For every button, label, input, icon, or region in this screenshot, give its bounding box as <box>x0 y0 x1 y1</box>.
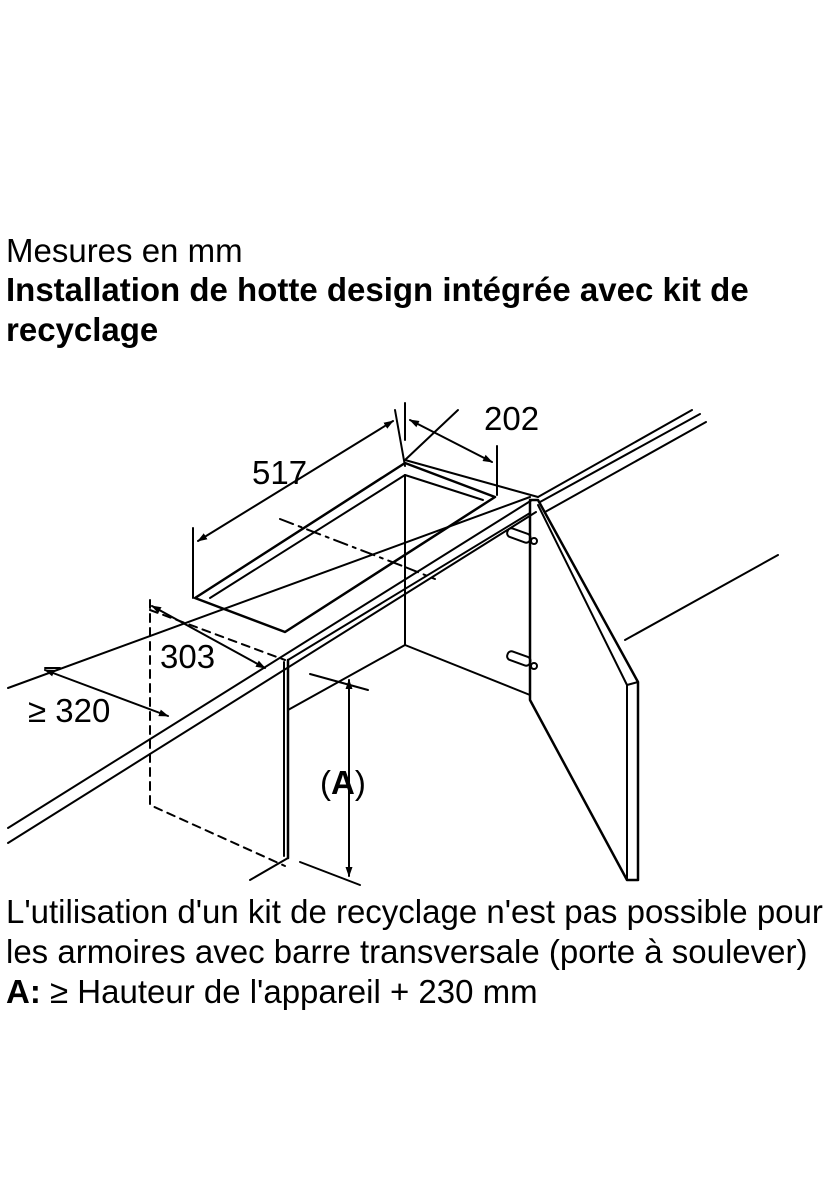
recycling-note: L'utilisation d'un kit de recyclage n'es… <box>6 893 823 970</box>
countertop <box>7 409 707 844</box>
installation-diagram: 517 202 303 ≥ 320 (A) <box>7 400 779 886</box>
cabinet-door <box>506 498 779 882</box>
dim-a-label: A <box>331 764 355 801</box>
page-title: Installation de hotte design intégrée av… <box>6 271 749 348</box>
dim-width-label: 517 <box>252 454 307 491</box>
footer-notes: L'utilisation d'un kit de recyclage n'es… <box>6 892 831 1012</box>
a-text: ≥ Hauteur de l'appareil + 230 mm <box>40 973 538 1010</box>
a-key: A: <box>6 973 41 1010</box>
dimensions <box>44 402 498 886</box>
header: Mesures en mm Installation de hotte desi… <box>6 232 831 350</box>
dim-depth-label: 202 <box>484 400 539 437</box>
dim-offset-label: 303 <box>160 638 215 675</box>
dim-min-depth-label: ≥ 320 <box>28 692 110 729</box>
cabinet <box>149 512 531 881</box>
dim-a-label-group: (A) <box>320 764 366 801</box>
units-label: Mesures en mm <box>6 232 243 269</box>
a-definition: A: ≥ Hauteur de l'appareil + 230 mm <box>6 972 831 1012</box>
